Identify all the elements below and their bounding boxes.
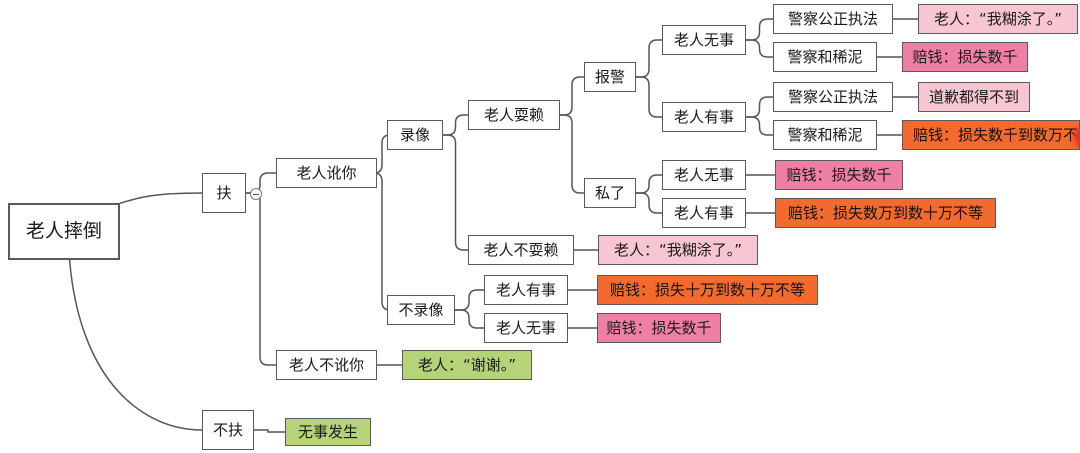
- connector-27: [455, 289, 484, 311]
- edge-marker: [1074, 128, 1080, 146]
- node-private-hurt-result[interactable]: 赔钱：损失数万到数十万不等: [775, 198, 996, 228]
- connector-16: [746, 39, 773, 58]
- connector-11: [560, 76, 584, 116]
- collapse-toggle-icon[interactable]: [250, 188, 262, 200]
- connector-6: [373, 134, 391, 174]
- node-nothing-happens[interactable]: 无事发生: [285, 418, 371, 446]
- node-private-ok[interactable]: 老人无事: [662, 160, 746, 190]
- connector-14: [636, 76, 662, 118]
- connector-20: [746, 116, 773, 136]
- connector-12: [560, 114, 584, 194]
- node-private-hurt[interactable]: 老人有事: [662, 198, 746, 228]
- connector-19: [746, 96, 773, 118]
- node-record[interactable]: 录像: [387, 120, 443, 150]
- connector-4: [246, 192, 276, 366]
- node-police-mud-1[interactable]: 警察和稀泥: [773, 42, 877, 72]
- node-police-mud-2-result[interactable]: 赔钱：损失数千到数万不等: [902, 120, 1080, 150]
- node-no-record[interactable]: 不录像: [387, 295, 455, 325]
- node-root[interactable]: 老人摔倒: [8, 203, 120, 260]
- connector-2: [254, 429, 285, 433]
- node-no-scam[interactable]: 老人不耍赖: [468, 235, 574, 265]
- node-police-fair-2-result[interactable]: 道歉都得不到: [918, 82, 1030, 112]
- connector-9: [443, 134, 468, 251]
- connector-0: [108, 192, 203, 208]
- node-police-fair-2[interactable]: 警察公正执法: [773, 82, 893, 112]
- node-report-hurt[interactable]: 老人有事: [662, 102, 746, 132]
- node-help[interactable]: 扶: [202, 173, 246, 213]
- node-norecord-ok[interactable]: 老人无事: [484, 313, 568, 343]
- node-police-fair-1-result[interactable]: 老人：“我糊涂了。”: [918, 4, 1078, 34]
- node-no-blame[interactable]: 老人不讹你: [276, 350, 377, 380]
- node-norecord-ok-result[interactable]: 赔钱：损失数千: [597, 313, 721, 343]
- node-scam[interactable]: 老人耍赖: [468, 100, 560, 130]
- node-norecord-hurt-result[interactable]: 赔钱：损失十万到数十万不等: [597, 275, 818, 305]
- node-report[interactable]: 报警: [584, 62, 636, 92]
- node-thanks[interactable]: 老人：“谢谢。”: [402, 350, 532, 380]
- node-norecord-hurt[interactable]: 老人有事: [484, 275, 568, 305]
- node-police-fair-1[interactable]: 警察公正执法: [773, 4, 893, 34]
- node-private[interactable]: 私了: [584, 178, 636, 208]
- connector-1: [68, 259, 203, 431]
- connector-13: [636, 39, 662, 78]
- connector-7: [373, 172, 391, 311]
- connector-24: [636, 192, 662, 214]
- node-blame[interactable]: 老人讹你: [276, 158, 377, 188]
- node-police-mud-2[interactable]: 警察和稀泥: [773, 120, 877, 150]
- connector-23: [636, 174, 662, 194]
- node-report-ok[interactable]: 老人无事: [662, 25, 746, 55]
- node-no-scam-reply[interactable]: 老人：“我糊涂了。”: [598, 235, 758, 265]
- node-police-mud-1-result[interactable]: 赔钱：损失数千: [902, 42, 1028, 72]
- node-private-ok-result[interactable]: 赔钱：损失数千: [775, 160, 903, 190]
- connector-8: [443, 114, 468, 136]
- connector-28: [455, 309, 484, 329]
- node-no-help[interactable]: 不扶: [202, 410, 254, 450]
- connector-15: [746, 18, 773, 41]
